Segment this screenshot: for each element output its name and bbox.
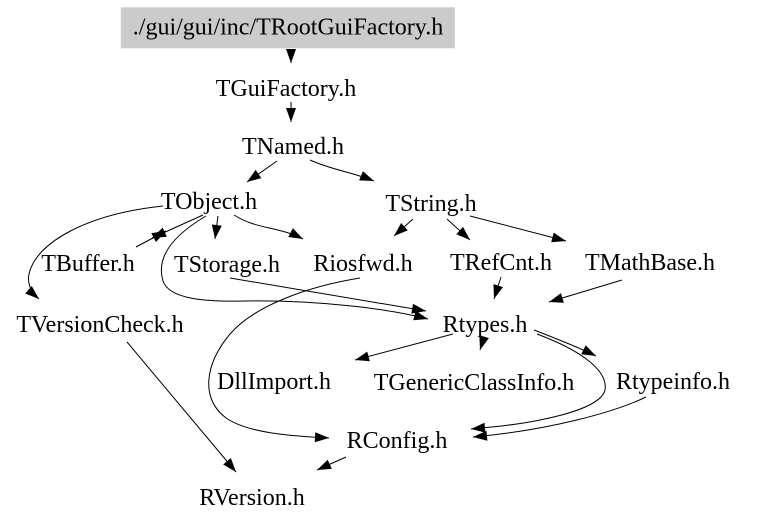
node-rconfig[interactable]: RConfig.h bbox=[346, 427, 448, 454]
edge-tobject-to-tstorage bbox=[211, 215, 222, 240]
node-tgenericclassinfo[interactable]: TGenericClassInfo.h bbox=[373, 369, 575, 396]
edge-tobject-to-riosfwd bbox=[233, 214, 304, 240]
node-dllimport[interactable]: DllImport.h bbox=[217, 368, 331, 395]
edge-tbuffer-to-tobject bbox=[135, 230, 167, 248]
edge-rtypes-to-rtypeinfo bbox=[533, 329, 597, 357]
node-tstring[interactable]: TString.h bbox=[385, 190, 477, 217]
edge-tstring-to-riosfwd bbox=[393, 218, 414, 237]
edge-rtypeinfo-to-rconfig bbox=[472, 396, 647, 441]
edge-rconfig-to-rversion bbox=[316, 456, 347, 471]
node-trefcnt[interactable]: TRefCnt.h bbox=[450, 249, 552, 276]
edge-tversioncheck-to-rversion bbox=[126, 341, 237, 473]
node-rtypeinfo[interactable]: Rtypeinfo.h bbox=[616, 368, 730, 395]
edge-rtypes-to-tgenericclassinfo bbox=[479, 335, 489, 351]
edge-rtypes-to-dllimport bbox=[354, 333, 454, 362]
edge-tnamed-to-tstring bbox=[309, 159, 375, 182]
edge-tstorage-to-rtypes bbox=[229, 277, 427, 314]
edge-tobject-to-tversioncheck bbox=[25, 205, 164, 300]
edge-tnamed-to-tobject bbox=[246, 160, 278, 183]
node-tmathbase[interactable]: TMathBase.h bbox=[585, 249, 715, 276]
edge-riosfwd-to-rconfig bbox=[208, 277, 361, 443]
edge-tstring-to-tmathbase bbox=[469, 215, 567, 243]
node-trootguifactory: ./gui/gui/inc/TRootGuiFactory.h bbox=[120, 7, 456, 49]
node-rversion[interactable]: RVersion.h bbox=[199, 484, 305, 511]
node-riosfwd[interactable]: Riosfwd.h bbox=[313, 250, 413, 277]
edge-trefcnt-to-rtypes bbox=[493, 276, 504, 300]
node-tversioncheck[interactable]: TVersionCheck.h bbox=[16, 311, 184, 338]
edge-rtypes-to-rconfig bbox=[470, 333, 606, 433]
node-tobject[interactable]: TObject.h bbox=[160, 188, 258, 215]
edge-tobject-to-rtypes bbox=[161, 215, 429, 321]
edge-tmathbase-to-rtypes bbox=[548, 279, 623, 303]
edge-tstring-to-trefcnt bbox=[446, 218, 471, 241]
node-tbuffer[interactable]: TBuffer.h bbox=[41, 250, 135, 277]
node-tstorage[interactable]: TStorage.h bbox=[174, 251, 280, 278]
node-tnamed[interactable]: TNamed.h bbox=[242, 133, 344, 160]
node-rtypes[interactable]: Rtypes.h bbox=[442, 311, 528, 338]
node-tguifactory[interactable]: TGuiFactory.h bbox=[215, 75, 357, 102]
